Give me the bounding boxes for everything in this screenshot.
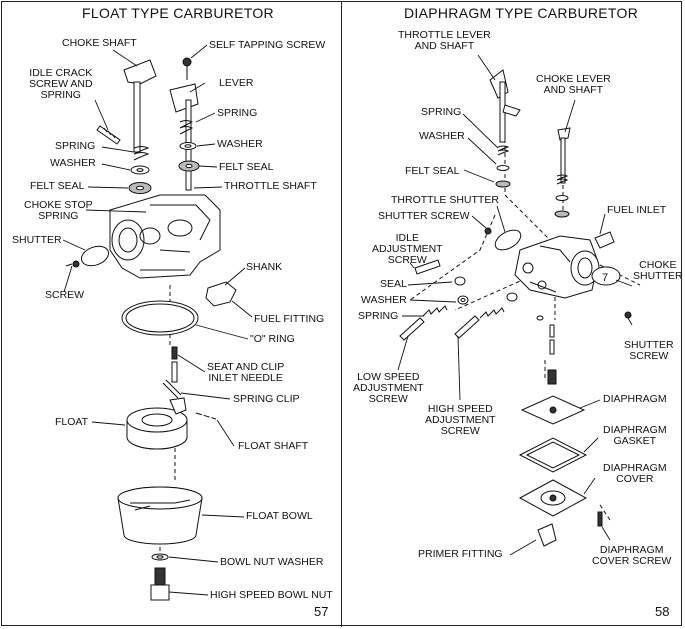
label-washer-left: WASHER <box>50 157 96 169</box>
label-throttle-shutter: THROTTLE SHUTTER <box>391 194 499 206</box>
lever-part <box>169 83 199 113</box>
label-felt-seal-right: FELT SEAL <box>219 161 274 173</box>
label-diaphragm-gasket: DIAPHRAGM GASKET <box>603 424 667 447</box>
choke-shaft-part <box>123 59 157 153</box>
label-lever: LEVER <box>219 77 254 89</box>
label-primer-fitting: PRIMER FITTING <box>418 548 503 560</box>
label-idle-adjustment-screw: IDLE ADJUSTMENT SCREW <box>372 232 443 266</box>
label-spring-clip: SPRING CLIP <box>233 393 300 405</box>
panel-divider <box>341 1 342 627</box>
label-o-ring: "O" RING <box>250 333 295 345</box>
label-spring: SPRING <box>358 310 399 322</box>
label-shutter: SHUTTER <box>12 234 62 246</box>
label-diaphragm-cover-screw: DIAPHRAGM COVER SCREW <box>592 544 672 567</box>
label-high-speed-bowl-nut: HIGH SPEED BOWL NUT <box>210 589 333 601</box>
fuel-fitting-part <box>205 281 237 307</box>
label-washer: WASHER <box>361 294 407 306</box>
label-bowl-nut-washer: BOWL NUT WASHER <box>220 556 324 568</box>
label-choke-stop-spring: CHOKE STOP SPRING <box>24 199 93 222</box>
label-shutter-screw: SHUTTER SCREW <box>378 210 470 222</box>
label-spring-left: SPRING <box>55 140 96 152</box>
carburetor-body-part <box>109 194 221 279</box>
spring-right-part <box>179 120 194 135</box>
label-shank: SHANK <box>246 261 283 273</box>
label-seat-and-clip: SEAT AND CLIP INLET NEEDLE <box>207 361 285 384</box>
label-felt-seal-left: FELT SEAL <box>30 180 85 192</box>
label-seal: SEAL <box>380 278 407 290</box>
label-throttle-lever: THROTTLE LEVER AND SHAFT <box>398 29 491 52</box>
self-tapping-screw-part <box>182 57 192 80</box>
label-fuel-fitting: FUEL FITTING <box>254 313 325 325</box>
panel-title: FLOAT TYPE CARBURETOR <box>82 5 274 21</box>
label-screw: SCREW <box>45 289 85 301</box>
label-choke-shutter: CHOKE SHUTTER <box>633 259 683 282</box>
label-low-speed-screw: LOW SPEED ADJUSTMENT SCREW <box>353 371 424 405</box>
label-diaphragm: DIAPHRAGM <box>603 393 667 405</box>
label-float: FLOAT <box>55 416 89 428</box>
label-washer-right: WASHER <box>217 138 263 150</box>
panel-title: DIAPHRAGM TYPE CARBURETOR <box>404 5 639 21</box>
page-number: 57 <box>314 604 329 619</box>
label-shutter-screw-right: SHUTTER SCREW <box>624 339 674 362</box>
label-fuel-inlet: FUEL INLET <box>607 204 667 216</box>
label-diaphragm-cover: DIAPHRAGM COVER <box>603 462 667 485</box>
label-choke-shaft: CHOKE SHAFT <box>62 37 137 49</box>
label-washer-top: WASHER <box>419 130 465 142</box>
float-part <box>126 397 188 450</box>
float-carburetor-drawing <box>62 44 253 601</box>
page-number: 58 <box>655 604 670 619</box>
label-choke-lever: CHOKE LEVER AND SHAFT <box>536 73 611 96</box>
label-float-shaft: FLOAT SHAFT <box>238 440 309 452</box>
high-speed-bowl-nut-part <box>150 567 170 601</box>
label-felt-seal: FELT SEAL <box>405 165 460 177</box>
label-spring-right: SPRING <box>217 107 258 119</box>
label-throttle-shaft: THROTTLE SHAFT <box>224 180 317 192</box>
label-high-speed-screw: HIGH SPEED ADJUSTMENT SCREW <box>425 403 496 437</box>
o-ring-part <box>121 300 199 336</box>
label-idle-crack-screw: IDLE CRACK SCREW AND SPRING <box>29 67 93 101</box>
label-self-tapping-screw: SELF TAPPING SCREW <box>209 39 326 51</box>
label-spring-top: SPRING <box>421 106 462 118</box>
label-float-bowl: FLOAT BOWL <box>246 510 313 522</box>
float-bowl-part <box>117 486 203 545</box>
